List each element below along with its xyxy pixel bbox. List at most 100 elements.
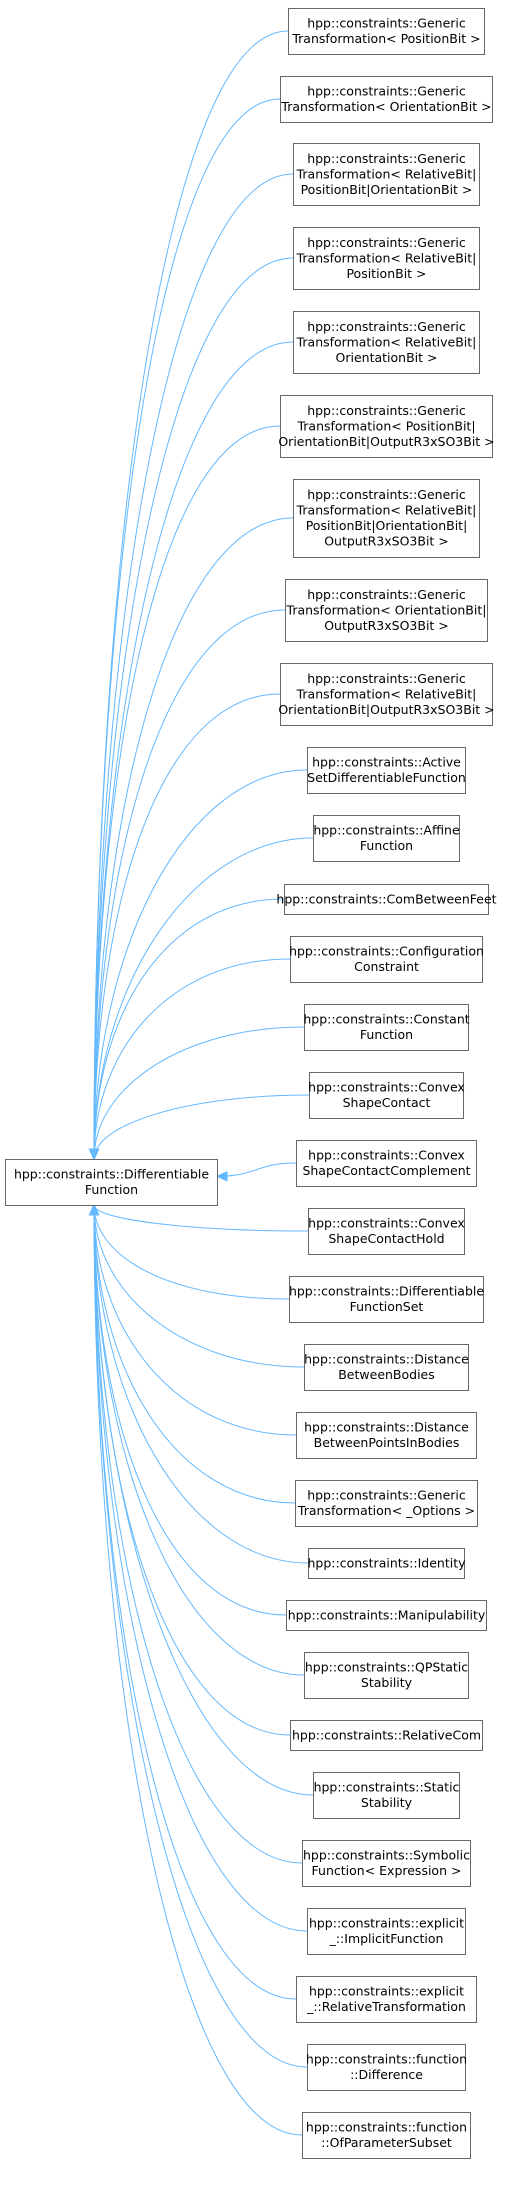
inheritance-edge bbox=[93, 1204, 309, 1564]
derived-class-node-label-line: Transformation< PositionBit| bbox=[296, 418, 475, 433]
derived-class-node-box bbox=[290, 1720, 483, 1751]
derived-class-node[interactable]: hpp::constraints::ActiveSetDifferentiabl… bbox=[307, 747, 466, 794]
derived-class-node-label-line: hpp::constraints::QPStatic bbox=[305, 1660, 468, 1675]
derived-class-node-label-line: Transformation< OrientationBit > bbox=[280, 99, 491, 114]
inheritance-edge bbox=[93, 1204, 291, 1736]
derived-class-node[interactable]: hpp::constraints::RelativeCom bbox=[290, 1720, 483, 1751]
inheritance-edge bbox=[93, 1204, 297, 1436]
derived-class-node-label-line: ShapeContactComplement bbox=[302, 1163, 470, 1178]
derived-class-node-label-line: hpp::constraints::Convex bbox=[308, 1148, 465, 1163]
derived-class-node-label-line: Transformation< OrientationBit| bbox=[286, 602, 487, 617]
derived-class-node-box bbox=[308, 1548, 465, 1579]
derived-class-node-box bbox=[295, 1480, 478, 1527]
derived-class-node-label-line: hpp::constraints::Configuration bbox=[289, 944, 484, 959]
inheritance-edge bbox=[216, 1162, 297, 1177]
derived-class-node-box bbox=[296, 1140, 477, 1187]
derived-class-node-label-line: Function bbox=[360, 838, 413, 853]
inheritance-edge bbox=[93, 1204, 303, 1864]
derived-class-node[interactable]: hpp::constraints::GenericTransformation<… bbox=[278, 395, 495, 458]
derived-class-node-box bbox=[304, 1652, 469, 1699]
derived-class-node[interactable]: hpp::constraints::Identity bbox=[307, 1548, 466, 1579]
inheritance-edge bbox=[93, 1204, 305, 1368]
base-class-node-box bbox=[5, 1159, 218, 1206]
derived-class-node-label-line: PositionBit|OrientationBit > bbox=[301, 182, 473, 197]
base-class-node[interactable]: hpp::constraints::DifferentiableFunction bbox=[5, 1159, 218, 1206]
node-layer: hpp::constraints::DifferentiableFunction… bbox=[5, 8, 497, 2159]
inheritance-edge bbox=[93, 1204, 309, 1232]
derived-class-node-label-line: hpp::constraints::Generic bbox=[307, 16, 466, 31]
derived-class-node[interactable]: hpp::constraints::GenericTransformation<… bbox=[295, 1480, 478, 1527]
derived-class-node[interactable]: hpp::constraints::function::Difference bbox=[306, 2044, 467, 2091]
derived-class-node-box bbox=[293, 227, 480, 290]
base-class-node-label-line: hpp::constraints::Differentiable bbox=[14, 1167, 209, 1182]
inheritance-arrowhead bbox=[215, 1171, 228, 1182]
derived-class-node[interactable]: hpp::constraints::GenericTransformation<… bbox=[278, 663, 495, 726]
derived-class-node-label-line: hpp::constraints::Generic bbox=[307, 1488, 466, 1503]
derived-class-node-box bbox=[288, 8, 485, 55]
derived-class-node-label-line: Stability bbox=[361, 1795, 413, 1810]
derived-class-node-box bbox=[286, 1600, 487, 1631]
inheritance-arrowhead bbox=[88, 1148, 100, 1161]
derived-class-node[interactable]: hpp::constraints::ComBetweenFeet bbox=[276, 884, 497, 915]
derived-class-node-label-line: ShapeContact bbox=[343, 1095, 431, 1110]
derived-class-node-label-line: ShapeContactHold bbox=[328, 1231, 444, 1246]
derived-class-node-box bbox=[304, 1344, 469, 1391]
derived-class-node[interactable]: hpp::constraints::ConvexShapeContactComp… bbox=[296, 1140, 477, 1187]
derived-class-node-label-line: ::OfParameterSubset bbox=[321, 2135, 452, 2150]
derived-class-node-label-line: OrientationBit > bbox=[336, 350, 438, 365]
inheritance-edge bbox=[93, 693, 281, 1160]
derived-class-node-box bbox=[304, 1004, 469, 1051]
derived-class-node-label-line: hpp::constraints::Affine bbox=[313, 823, 460, 838]
derived-class-node[interactable]: hpp::constraints::ConfigurationConstrain… bbox=[289, 936, 484, 983]
inheritance-edge bbox=[93, 425, 281, 1160]
derived-class-node[interactable]: hpp::constraints::GenericTransformation<… bbox=[288, 8, 485, 55]
derived-class-node[interactable]: hpp::constraints::GenericTransformation<… bbox=[293, 227, 480, 290]
derived-class-node[interactable]: hpp::constraints::GenericTransformation<… bbox=[280, 76, 493, 123]
inheritance-edge bbox=[93, 30, 289, 1160]
derived-class-node-label-line: hpp::constraints::explicit bbox=[309, 1984, 464, 1999]
derived-class-node[interactable]: hpp::constraints::DistanceBetweenPointsI… bbox=[296, 1412, 477, 1459]
derived-class-node-box bbox=[307, 1908, 466, 1955]
derived-class-node[interactable]: hpp::constraints::GenericTransformation<… bbox=[293, 143, 480, 206]
inheritance-edge bbox=[93, 517, 294, 1160]
derived-class-node-label-line: Constraint bbox=[354, 959, 419, 974]
derived-class-node-box bbox=[307, 2044, 466, 2091]
derived-class-node-label-line: Function bbox=[360, 1027, 413, 1042]
derived-class-node[interactable]: hpp::constraints::function::OfParameterS… bbox=[302, 2112, 471, 2159]
derived-class-node-label-line: hpp::constraints::Distance bbox=[304, 1352, 469, 1367]
derived-class-node-box bbox=[280, 663, 493, 726]
derived-class-node[interactable]: hpp::constraints::GenericTransformation<… bbox=[293, 311, 480, 374]
derived-class-node-box bbox=[280, 395, 493, 458]
base-class-node-label-line: Function bbox=[85, 1182, 138, 1197]
derived-class-node-label-line: hpp::constraints::Distance bbox=[304, 1420, 469, 1435]
derived-class-node-box bbox=[313, 815, 460, 862]
derived-class-node[interactable]: hpp::constraints::Manipulability bbox=[286, 1600, 487, 1631]
inheritance-edge bbox=[93, 898, 285, 1160]
derived-class-node[interactable]: hpp::constraints::GenericTransformation<… bbox=[285, 579, 488, 642]
derived-class-node-box bbox=[313, 1772, 460, 1819]
derived-class-node-label-line: OutputR3xSO3Bit > bbox=[324, 618, 449, 633]
derived-class-node-box bbox=[290, 936, 483, 983]
derived-class-node-label-line: hpp::constraints::Manipulability bbox=[288, 1607, 486, 1622]
derived-class-node-box bbox=[296, 1412, 477, 1459]
derived-class-node[interactable]: hpp::constraints::explicit_::RelativeTra… bbox=[296, 1976, 477, 2023]
derived-class-node-label-line: hpp::constraints::Generic bbox=[307, 84, 466, 99]
inheritance-arrowhead bbox=[88, 1203, 100, 1216]
derived-class-node[interactable]: hpp::constraints::explicit_::ImplicitFun… bbox=[307, 1908, 466, 1955]
derived-class-node[interactable]: hpp::constraints::DifferentiableFunction… bbox=[289, 1276, 484, 1323]
derived-class-node-box bbox=[307, 747, 466, 794]
inheritance-edge bbox=[93, 1094, 310, 1160]
derived-class-node-label-line: _::RelativeTransformation bbox=[306, 1999, 466, 2014]
derived-class-node-label-line: Stability bbox=[361, 1675, 413, 1690]
derived-class-node-label-line: hpp::constraints::function bbox=[306, 2052, 467, 2067]
derived-class-node-label-line: hpp::constraints::Convex bbox=[308, 1216, 465, 1231]
derived-class-node[interactable]: hpp::constraints::GenericTransformation<… bbox=[293, 479, 480, 558]
